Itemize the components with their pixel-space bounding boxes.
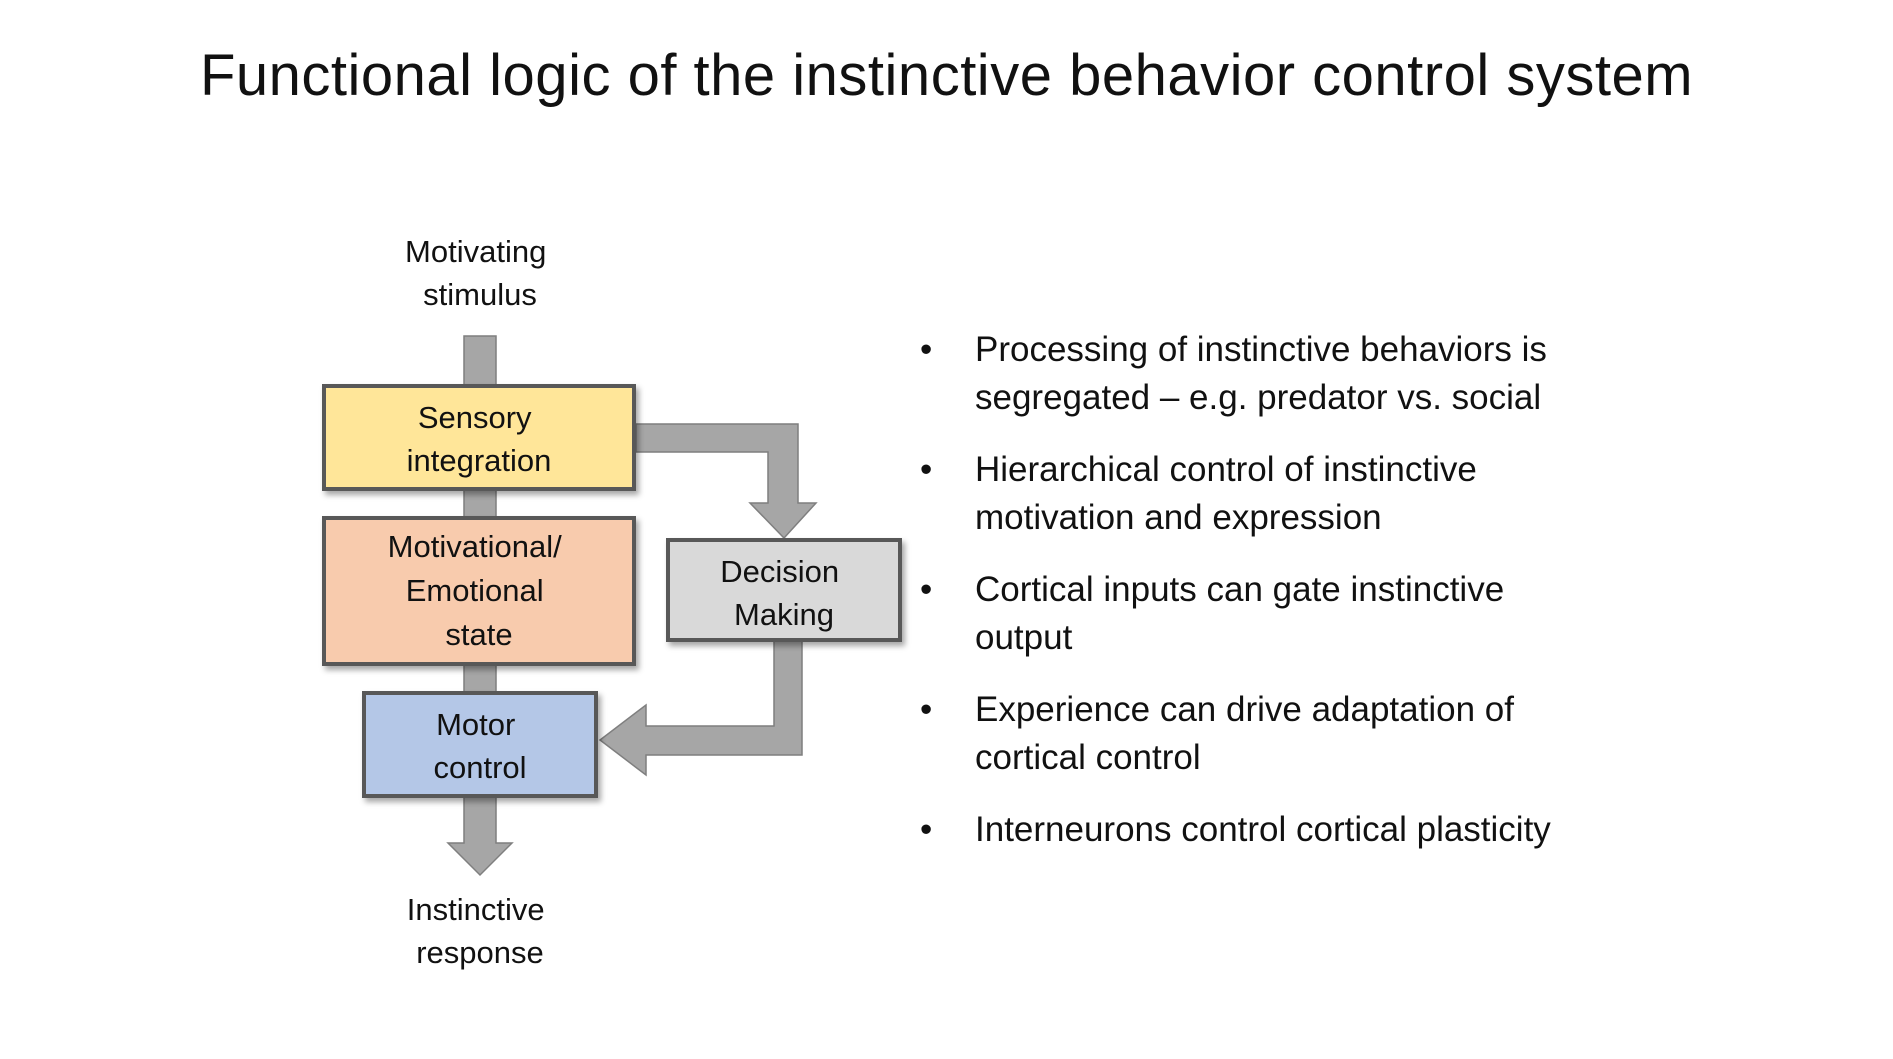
decision-making-box: Decision Making [666,538,902,642]
motor-box-shape [362,691,598,798]
bullet-marker: • [920,570,933,609]
bullet-item: • Cortical inputs can gate instinctive o… [920,566,1740,662]
sensory-box-shape [322,384,636,491]
motivational-box-label: Motivational/ Emotional state [388,529,571,652]
bullet-text-line: Processing of instinctive behaviors is [975,330,1547,369]
decision-to-motor-arrow [598,639,803,777]
bullet-text-line: output [975,618,1073,657]
motor-box-label: Motor control [433,707,526,785]
decision-box-label: Decision Making [720,554,848,632]
output-arrow [446,795,514,877]
bullet-item: • Experience can drive adaptation of cor… [920,686,1740,782]
bullet-item: • Processing of instinctive behaviors is… [920,326,1740,422]
bullet-item: • Interneurons control cortical plastici… [920,806,1740,854]
bullet-marker: • [920,330,933,369]
motor-control-box: Motor control [362,691,598,798]
sensory-to-decision-arrow [635,423,818,540]
sensory-integration-box: Sensory integration [322,384,636,491]
sensory-box-label: Sensory integration [407,400,552,478]
bullet-item: • Hierarchical control of instinctive mo… [920,446,1740,542]
bullet-text-line: Cortical inputs can gate instinctive [975,570,1505,609]
output-label: Instinctive response [407,892,553,970]
motivational-box-shape [322,516,636,666]
slide-title: Functional logic of the instinctive beha… [199,43,1694,108]
bullet-marker: • [920,450,933,489]
motivational-state-box: Motivational/ Emotional state [322,516,636,666]
bullet-text-line: Hierarchical control of instinctive [975,450,1477,489]
bullet-marker: • [920,690,933,729]
bullet-marker: • [920,810,933,849]
bullet-list: • Processing of instinctive behaviors is… [920,326,1740,878]
decision-box-shape [666,538,902,642]
bullet-text-line: motivation and expression [975,498,1382,537]
input-label: Motivating stimulus [405,234,555,312]
bullet-text-line: Experience can drive adaptation of [975,690,1514,729]
bullet-text-line: segregated – e.g. predator vs. social [975,378,1542,417]
bullet-text-line: cortical control [975,738,1201,777]
bullet-text-line: Interneurons control cortical plasticity [975,810,1551,849]
